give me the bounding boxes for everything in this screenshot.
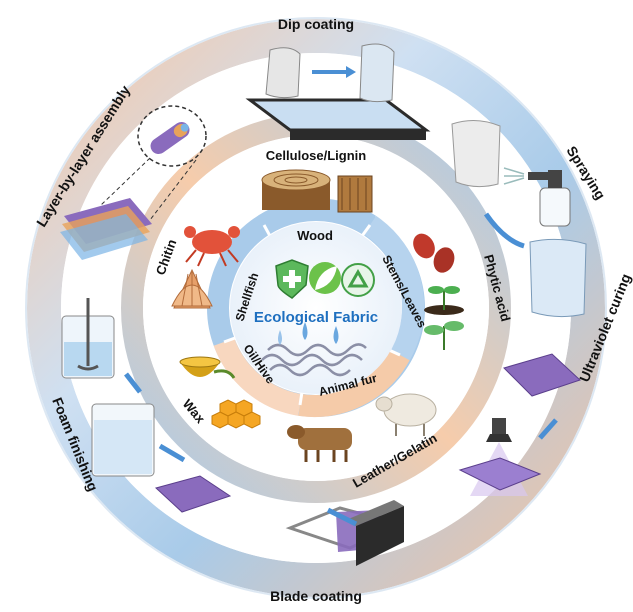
honeycomb-icon [211, 399, 261, 429]
cable-magnify-icon [99, 105, 207, 221]
uv-arrow-icon [538, 418, 558, 440]
bean-icon [413, 233, 455, 273]
sprout-icon [424, 286, 464, 315]
foam-fabric-icon [154, 475, 232, 513]
layer-fabric-icon [60, 198, 152, 260]
uv-lamp-icon [458, 418, 542, 496]
spray-bottle-icon [451, 120, 571, 227]
fabric-mesh-icon [261, 322, 367, 377]
shield-cross-icon [275, 259, 309, 299]
wet-fabric-icon [529, 238, 587, 318]
scallop-icon [171, 268, 213, 309]
sheep-icon [375, 393, 437, 436]
outer-ring [27, 19, 605, 597]
recycle-icon [341, 263, 375, 297]
middle-label-cellulose: Cellulose/Lignin [266, 148, 366, 163]
inner-ring [207, 198, 425, 417]
leaf-icon [309, 262, 341, 294]
blade-icon [285, 500, 405, 566]
cow-icon [287, 425, 352, 462]
crab-icon [184, 226, 240, 267]
inner-label-wood: Wood [297, 228, 333, 243]
foam-beaker-icon [91, 403, 155, 477]
uv-fabric-icon [503, 353, 581, 397]
spray-arrow-icon [483, 212, 525, 249]
tree-rings-icon [261, 169, 373, 213]
center-title: Ecological Fabric [254, 309, 378, 326]
foam-arrow-2-icon [158, 443, 186, 463]
foam-arrow-icon [124, 372, 142, 394]
dip-coating-tray-icon [245, 43, 431, 140]
beaker-icon [61, 298, 115, 379]
plant-icon [424, 321, 464, 350]
outer-label-dip: Dip coating [278, 16, 354, 32]
outer-ring-edge [25, 17, 607, 599]
oil-bowl-icon [179, 356, 236, 379]
outer-label-blade: Blade coating [270, 588, 362, 604]
